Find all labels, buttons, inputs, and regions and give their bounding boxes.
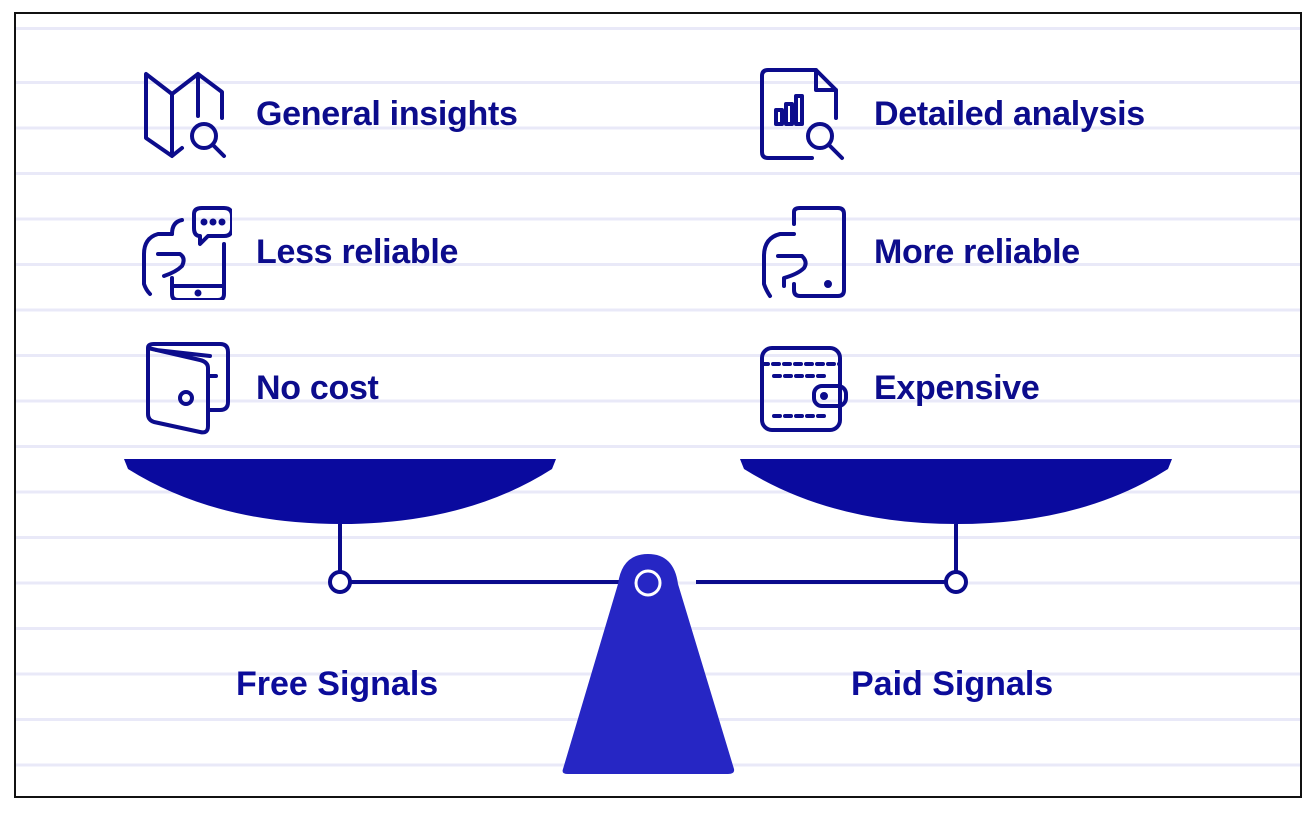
free-signals-label: Free Signals	[236, 665, 439, 703]
infographic-frame: General insights Less reliable No cost D…	[14, 12, 1302, 798]
phone-chat-icon	[142, 206, 232, 300]
right-pivot	[944, 570, 968, 594]
right-item-more-reliable: More reliable	[754, 204, 1080, 300]
phone-hand-icon	[762, 206, 846, 298]
right-pan	[740, 459, 1172, 524]
left-pan	[124, 459, 556, 524]
right-item-detailed-analysis: Detailed analysis	[754, 66, 1145, 162]
empty-wallet-icon	[146, 342, 230, 435]
left-item-less-reliable: Less reliable	[136, 204, 458, 300]
fulcrum-pivot	[634, 569, 662, 597]
left-item-label: General insights	[256, 94, 518, 133]
left-item-label: Less reliable	[256, 232, 459, 271]
fulcrum-stand	[562, 554, 735, 774]
left-item-general-insights: General insights	[136, 66, 518, 162]
report-search-icon	[760, 68, 844, 160]
left-item-no-cost: No cost	[136, 340, 379, 436]
right-item-label: Expensive	[874, 368, 1040, 407]
right-item-label: More reliable	[874, 232, 1080, 271]
full-wallet-icon	[760, 346, 848, 432]
left-item-label: No cost	[256, 368, 379, 407]
right-item-label: Detailed analysis	[874, 94, 1145, 133]
map-search-icon	[144, 72, 226, 158]
paid-signals-label: Paid Signals	[851, 665, 1054, 703]
left-pivot	[328, 570, 352, 594]
balance-scale	[124, 459, 1172, 774]
right-item-expensive: Expensive	[754, 340, 1040, 436]
